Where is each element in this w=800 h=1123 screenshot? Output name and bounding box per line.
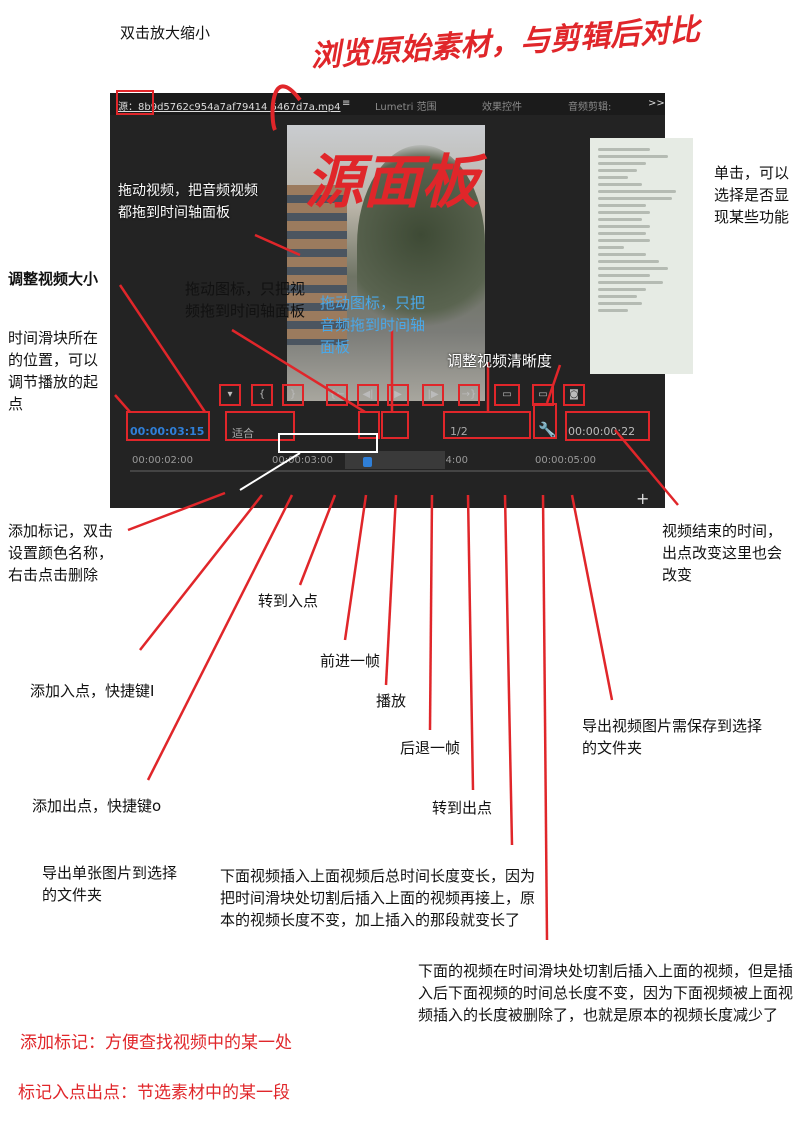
current-timecode[interactable]: 00:00:03:15 (130, 425, 205, 438)
fit-dropdown[interactable]: 适合 (232, 427, 254, 440)
ruler-tick: 00:00:02:00 (132, 455, 194, 466)
tab-audio-clip[interactable]: 音频剪辑: (568, 102, 612, 113)
highlight-box (358, 411, 380, 439)
marker-track-box (278, 433, 378, 453)
annotation-step-forward: 前进一帧 (320, 652, 381, 670)
export-frame-camera-icon[interactable]: ◙ (563, 384, 585, 406)
mark-in-button[interactable]: { (251, 384, 273, 406)
tab-effect-controls[interactable]: 效果控件 (482, 102, 522, 113)
add-button-plus-icon[interactable]: + (636, 489, 650, 508)
annotation-end-time: 视频结束的时间，出点改变这里也会改变 (662, 522, 783, 584)
tab-lumetri[interactable]: Lumetri 范围 (375, 102, 437, 113)
annotation-play: 播放 (376, 692, 407, 710)
annotation-go-in: 转到入点 (258, 592, 319, 610)
overwrite-button[interactable]: ▭ (532, 384, 554, 406)
highlight-box (126, 411, 210, 441)
more-tabs-button[interactable]: >> (648, 98, 665, 109)
highlight-box (116, 90, 154, 115)
settings-menu (590, 138, 693, 374)
annotation-drag-icon-video: 拖动图标，只把视频拖到时间轴面板 (185, 280, 306, 320)
annotation-go-out: 转到出点 (432, 799, 493, 817)
annotation-export-frame: 导出视频图片需保存到选择的文件夹 (582, 717, 763, 757)
play-button[interactable]: ▶ (387, 384, 409, 406)
summary-marker: 添加标记：方便查找视频中的某一处 (20, 1033, 292, 1053)
annotation-dblclick: 双击放大缩小 (120, 24, 211, 42)
annotation-drag-icon-audio: 拖动图标，只把音频拖到时间轴面板 (320, 294, 426, 356)
video-preview[interactable] (287, 125, 485, 401)
resolution-dropdown[interactable]: 1/2 (450, 425, 468, 438)
go-to-out-button[interactable]: →} (458, 384, 480, 406)
highlight-box (381, 411, 409, 439)
highlight-box (565, 411, 650, 441)
overlay-title: 源面板 (305, 148, 480, 216)
ruler-tick: 00:00:05:00 (535, 455, 597, 466)
wrench-icon[interactable]: 🔧 (538, 421, 557, 439)
panel-tabs: 源：8b9d5762c954a7af79414 5467d7a.mp4 ≡ Lu… (110, 93, 665, 115)
insert-button[interactable]: ▭ (494, 384, 520, 406)
annotation-resize: 调整视频大小 (8, 270, 99, 288)
mark-out-button[interactable]: } (282, 384, 304, 406)
annotation-export-single: 导出单张图片到选择的文件夹 (42, 864, 178, 904)
zoom-scrollbar[interactable] (130, 470, 650, 472)
source-panel: 源：8b9d5762c954a7af79414 5467d7a.mp4 ≡ Lu… (110, 93, 665, 508)
annotation-overwrite: 下面的视频在时间滑块处切割后插入上面的视频，但是插入后下面视频的时间总长度不变，… (418, 962, 794, 1024)
tab-source[interactable]: 源：8b9d5762c954a7af79414 5467d7a.mp4 (118, 102, 341, 113)
annotation-drag-video: 拖动视频，把音频视频都拖到时间轴面板 (118, 183, 258, 221)
highlight-box (225, 411, 295, 441)
annotation-out-point: 添加出点，快捷键o (32, 797, 162, 815)
annotation-playhead: 时间滑块所在的位置，可以调节播放的起点 (8, 329, 99, 413)
annotation-marker: 添加标记，双击设置颜色名称，右击点击删除 (8, 522, 114, 584)
annotation-quality: 调整视频清晰度 (447, 352, 553, 370)
annotation-in-point: 添加入点，快捷键I (30, 682, 155, 700)
annotation-step-back: 后退一帧 (400, 739, 461, 757)
annotation-click-menu: 单击，可以选择是否显现某些功能 (714, 164, 790, 226)
playhead[interactable] (363, 457, 372, 467)
step-back-button[interactable]: ◀| (357, 384, 379, 406)
step-forward-button[interactable]: |▶ (422, 384, 444, 406)
summary-in-out: 标记入点出点：节选素材中的某一段 (18, 1083, 290, 1103)
ruler-tick: 00:00:03:00 (272, 455, 334, 466)
add-marker-button[interactable]: ▾ (219, 384, 241, 406)
annotation-insert: 下面视频插入上面视频后总时间长度变长，因为把时间滑块处切割后插入上面的视频再接上… (220, 867, 536, 929)
panel-menu-button[interactable]: ≡ (342, 98, 351, 109)
